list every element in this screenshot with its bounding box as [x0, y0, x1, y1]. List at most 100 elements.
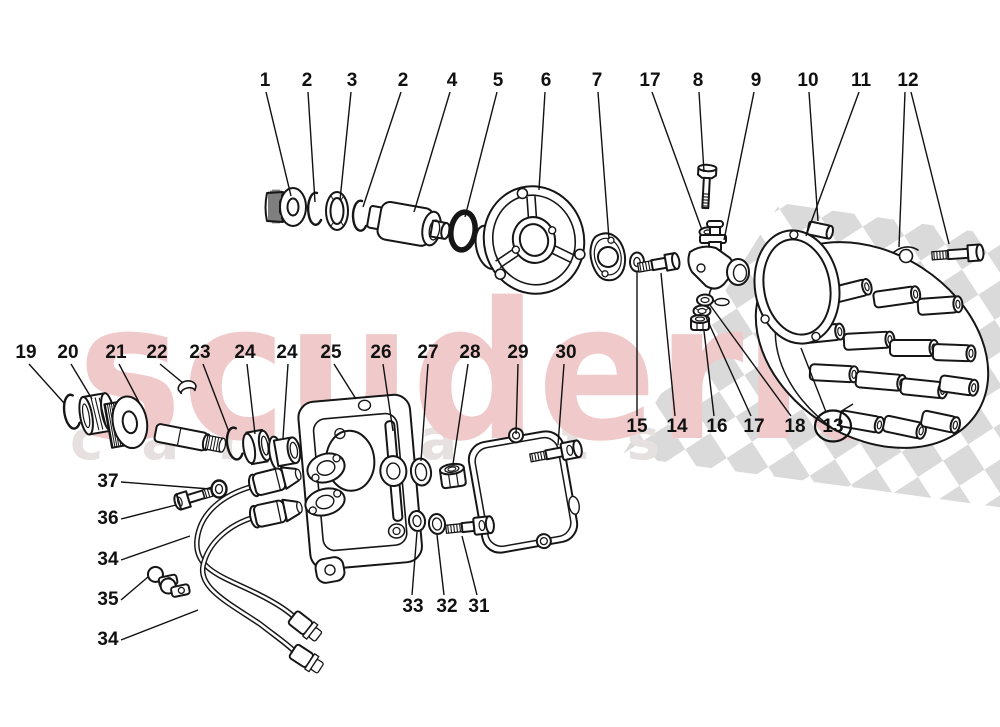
leader-line	[420, 363, 429, 462]
callout-number: 10	[797, 70, 818, 91]
callout-35: 35	[97, 576, 149, 610]
callout-31: 31	[461, 535, 490, 617]
callout-number: 13	[822, 416, 843, 437]
part-cap-bolt	[931, 243, 985, 263]
callout-25: 25	[320, 342, 357, 400]
part-clamp-35	[146, 565, 191, 598]
leader-line	[413, 91, 451, 213]
callout-18: 18	[709, 304, 806, 437]
callout-37: 37	[97, 471, 211, 492]
callout-number: 24	[276, 342, 298, 363]
callout-30: 30	[555, 342, 577, 446]
callout-32: 32	[436, 534, 458, 617]
part-bolt-8	[697, 163, 718, 210]
callout-number: 31	[468, 596, 490, 617]
leader-line	[333, 363, 357, 400]
callout-number: 34	[97, 549, 119, 570]
callout-number: 36	[97, 508, 118, 529]
callout-22: 22	[146, 342, 184, 384]
callout-20: 20	[57, 342, 93, 400]
leader-line	[120, 504, 177, 520]
part-small-gasket	[589, 232, 627, 282]
callout-number: 33	[402, 596, 423, 617]
callout-number: 12	[897, 70, 918, 91]
part-nut-16	[690, 314, 710, 331]
part-washer-33	[407, 510, 427, 532]
callout-3: 3	[339, 70, 358, 201]
callout-number: 17	[639, 70, 660, 91]
callout-24: 24	[234, 342, 256, 435]
callout-number: 7	[592, 70, 603, 91]
callout-27: 27	[417, 342, 439, 462]
leader-line	[660, 272, 676, 417]
callout-34: 34	[97, 609, 199, 650]
callout-number: 17	[743, 416, 764, 437]
part-o-ring	[448, 209, 478, 253]
part-nut-28	[438, 462, 467, 490]
leader-line	[910, 91, 950, 245]
part-pin-10	[806, 220, 834, 240]
diagram-line-art	[62, 163, 990, 674]
callout-number: 1	[260, 70, 271, 91]
callout-17: 17	[705, 316, 765, 437]
callout-number: 29	[507, 342, 528, 363]
part-cap-gasket-ring	[753, 229, 841, 345]
leader-line	[597, 91, 610, 240]
part-bolt-36	[173, 484, 223, 511]
leader-line	[120, 609, 199, 641]
callout-14: 14	[660, 272, 688, 437]
callout-1: 1	[260, 70, 292, 197]
part-bolt-14	[636, 252, 681, 273]
leader-line	[800, 347, 827, 413]
callout-number: 35	[97, 589, 119, 610]
callout-number: 26	[370, 342, 391, 363]
callout-number: 9	[751, 70, 762, 91]
callout-33: 33	[402, 531, 424, 617]
leader-line	[557, 363, 565, 446]
callout-7: 7	[592, 70, 610, 240]
leader-line	[805, 91, 860, 237]
leader-line	[452, 363, 469, 465]
leader-line	[282, 363, 289, 439]
callout-number: 18	[784, 416, 805, 437]
callout-circle	[813, 409, 853, 443]
callout-number: 3	[347, 70, 358, 91]
part-washer-32	[427, 513, 447, 535]
part-bushing-24b	[268, 435, 302, 472]
callout-number: 22	[146, 342, 167, 363]
callout-15: 15	[626, 271, 648, 437]
leader-line	[898, 91, 906, 248]
callout-34: 34	[97, 535, 191, 570]
callout-number: 4	[447, 70, 458, 91]
callout-8: 8	[693, 70, 705, 173]
part-coupling-sleeve	[366, 201, 451, 247]
part-snap-ring-a	[307, 191, 323, 226]
callout-number: 16	[706, 416, 727, 437]
leader-line	[839, 403, 854, 413]
part-shim-ring	[325, 191, 349, 231]
callout-number: 19	[15, 342, 36, 363]
leader-line	[698, 91, 705, 173]
housing-port-flange-b	[304, 487, 346, 517]
callout-number: 14	[666, 416, 688, 437]
leader-line	[705, 316, 752, 417]
callout-23: 23	[189, 342, 230, 433]
callout-number: 32	[436, 596, 457, 617]
leader-line	[703, 330, 715, 417]
leader-line	[723, 91, 755, 241]
callout-36: 36	[97, 504, 177, 529]
callout-26: 26	[370, 342, 394, 432]
leader-line	[538, 91, 546, 191]
callout-21: 21	[105, 342, 141, 405]
callout-number: 37	[97, 471, 118, 492]
callout-number: 28	[459, 342, 480, 363]
callout-number: 15	[626, 416, 648, 437]
leader-line	[246, 363, 256, 435]
part-mounting-flange	[474, 185, 586, 295]
leader-line	[339, 91, 352, 201]
part-bolt-30	[529, 439, 583, 463]
callout-number: 34	[97, 629, 119, 650]
